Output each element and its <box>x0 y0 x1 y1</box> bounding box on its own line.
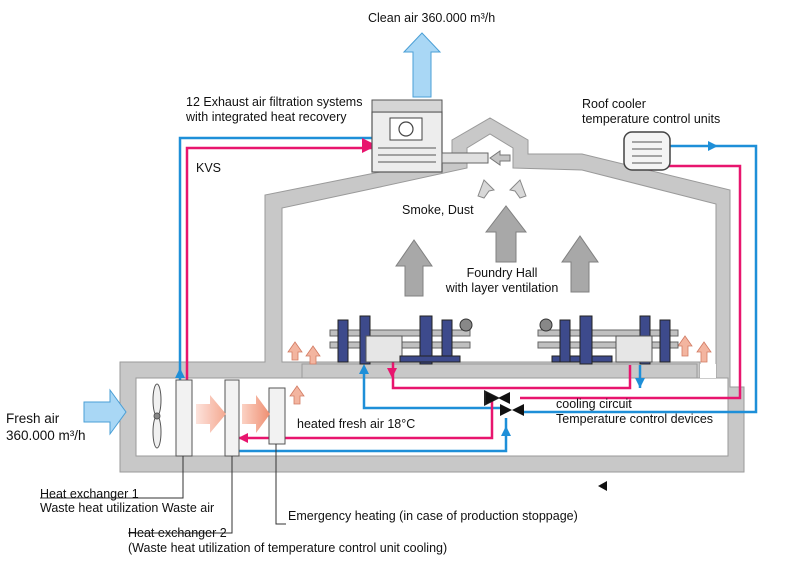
heat-exchanger-1-label-1: Heat exchanger 1 <box>40 487 139 501</box>
roof-cooler-label-1: Roof cooler <box>582 97 646 111</box>
right-wall-gap <box>700 364 716 378</box>
clean-air-label: Clean air 360.000 m³/h <box>368 11 496 25</box>
roof-cooler-label-2: temperature control units <box>582 112 721 126</box>
arrow-hot-return <box>387 368 397 378</box>
duct-warm-arrows <box>196 395 270 433</box>
exhaust-systems-label-2: with integrated heat recovery <box>186 110 347 124</box>
emergency-heater <box>268 387 286 445</box>
warm-air-arrows <box>287 335 712 405</box>
intake-arrow <box>489 150 511 166</box>
gray-arrow-center <box>484 205 528 263</box>
fresh-air-label-2: 360.000 m³/h <box>6 428 86 443</box>
casting-machine-icon <box>537 315 679 365</box>
heated-fresh-air-label: heated fresh air 18°C <box>297 417 416 431</box>
roof-cooler-hot-line <box>520 164 742 400</box>
hx2-hot-line <box>238 398 494 440</box>
heat-exchanger-2 <box>224 379 240 457</box>
gray-arrow-left <box>395 239 433 297</box>
machine-cold-line <box>362 372 500 410</box>
foundry-hall-label-1: Foundry Hall <box>466 266 538 280</box>
arrow-kvs-hot <box>362 138 372 153</box>
kvs-hot-line <box>185 146 372 380</box>
arrow-machine-2 <box>635 378 645 388</box>
heat-exchanger-2-label-2: (Waste heat utilization of temperature c… <box>128 541 448 555</box>
clean-air-arrow <box>402 32 442 98</box>
casting-machine-icon <box>329 315 473 365</box>
roof-cooler-icon <box>623 131 671 171</box>
cursor-marker <box>598 481 607 491</box>
emergency-heating-label: Emergency heating (in case of production… <box>288 509 578 523</box>
kvs-cold-line <box>178 136 372 380</box>
exhaust-systems-label-1: 12 Exhaust air filtration systems <box>186 95 363 109</box>
arrow-roof-cold <box>708 141 718 151</box>
fresh-air-arrow <box>83 388 127 436</box>
arrow-hx2-hot <box>238 433 248 443</box>
heat-exchanger-2-label-1: Heat exchanger 2 <box>128 526 227 540</box>
cooling-circuit-label-1: cooling circuit <box>556 397 632 411</box>
smoke-dust-label: Smoke, Dust <box>402 203 474 217</box>
arrow-machine-cold <box>359 364 369 374</box>
heat-exchanger-1-label-2: Waste heat utilization Waste air <box>40 501 215 515</box>
hall-rising-arrows <box>395 205 599 297</box>
valve-icon <box>486 392 510 404</box>
smoke-arrows <box>477 179 527 199</box>
fan-icon <box>152 383 162 449</box>
kvs-label: KVS <box>196 161 222 175</box>
foundry-hall-label-2: with layer ventilation <box>445 281 559 295</box>
filter-unit-icon <box>371 99 489 173</box>
cooling-circuit-label-2: Temperature control devices <box>556 412 714 426</box>
gray-arrow-right <box>561 235 599 293</box>
leader-lines <box>40 444 286 534</box>
arrow-kvs-cold <box>175 368 185 378</box>
fresh-air-label-1: Fresh air <box>6 411 60 426</box>
hall-floor <box>301 363 698 379</box>
heat-exchanger-1 <box>175 379 193 457</box>
valve-icon <box>500 404 524 416</box>
arrow-hx2-cold <box>501 426 511 436</box>
